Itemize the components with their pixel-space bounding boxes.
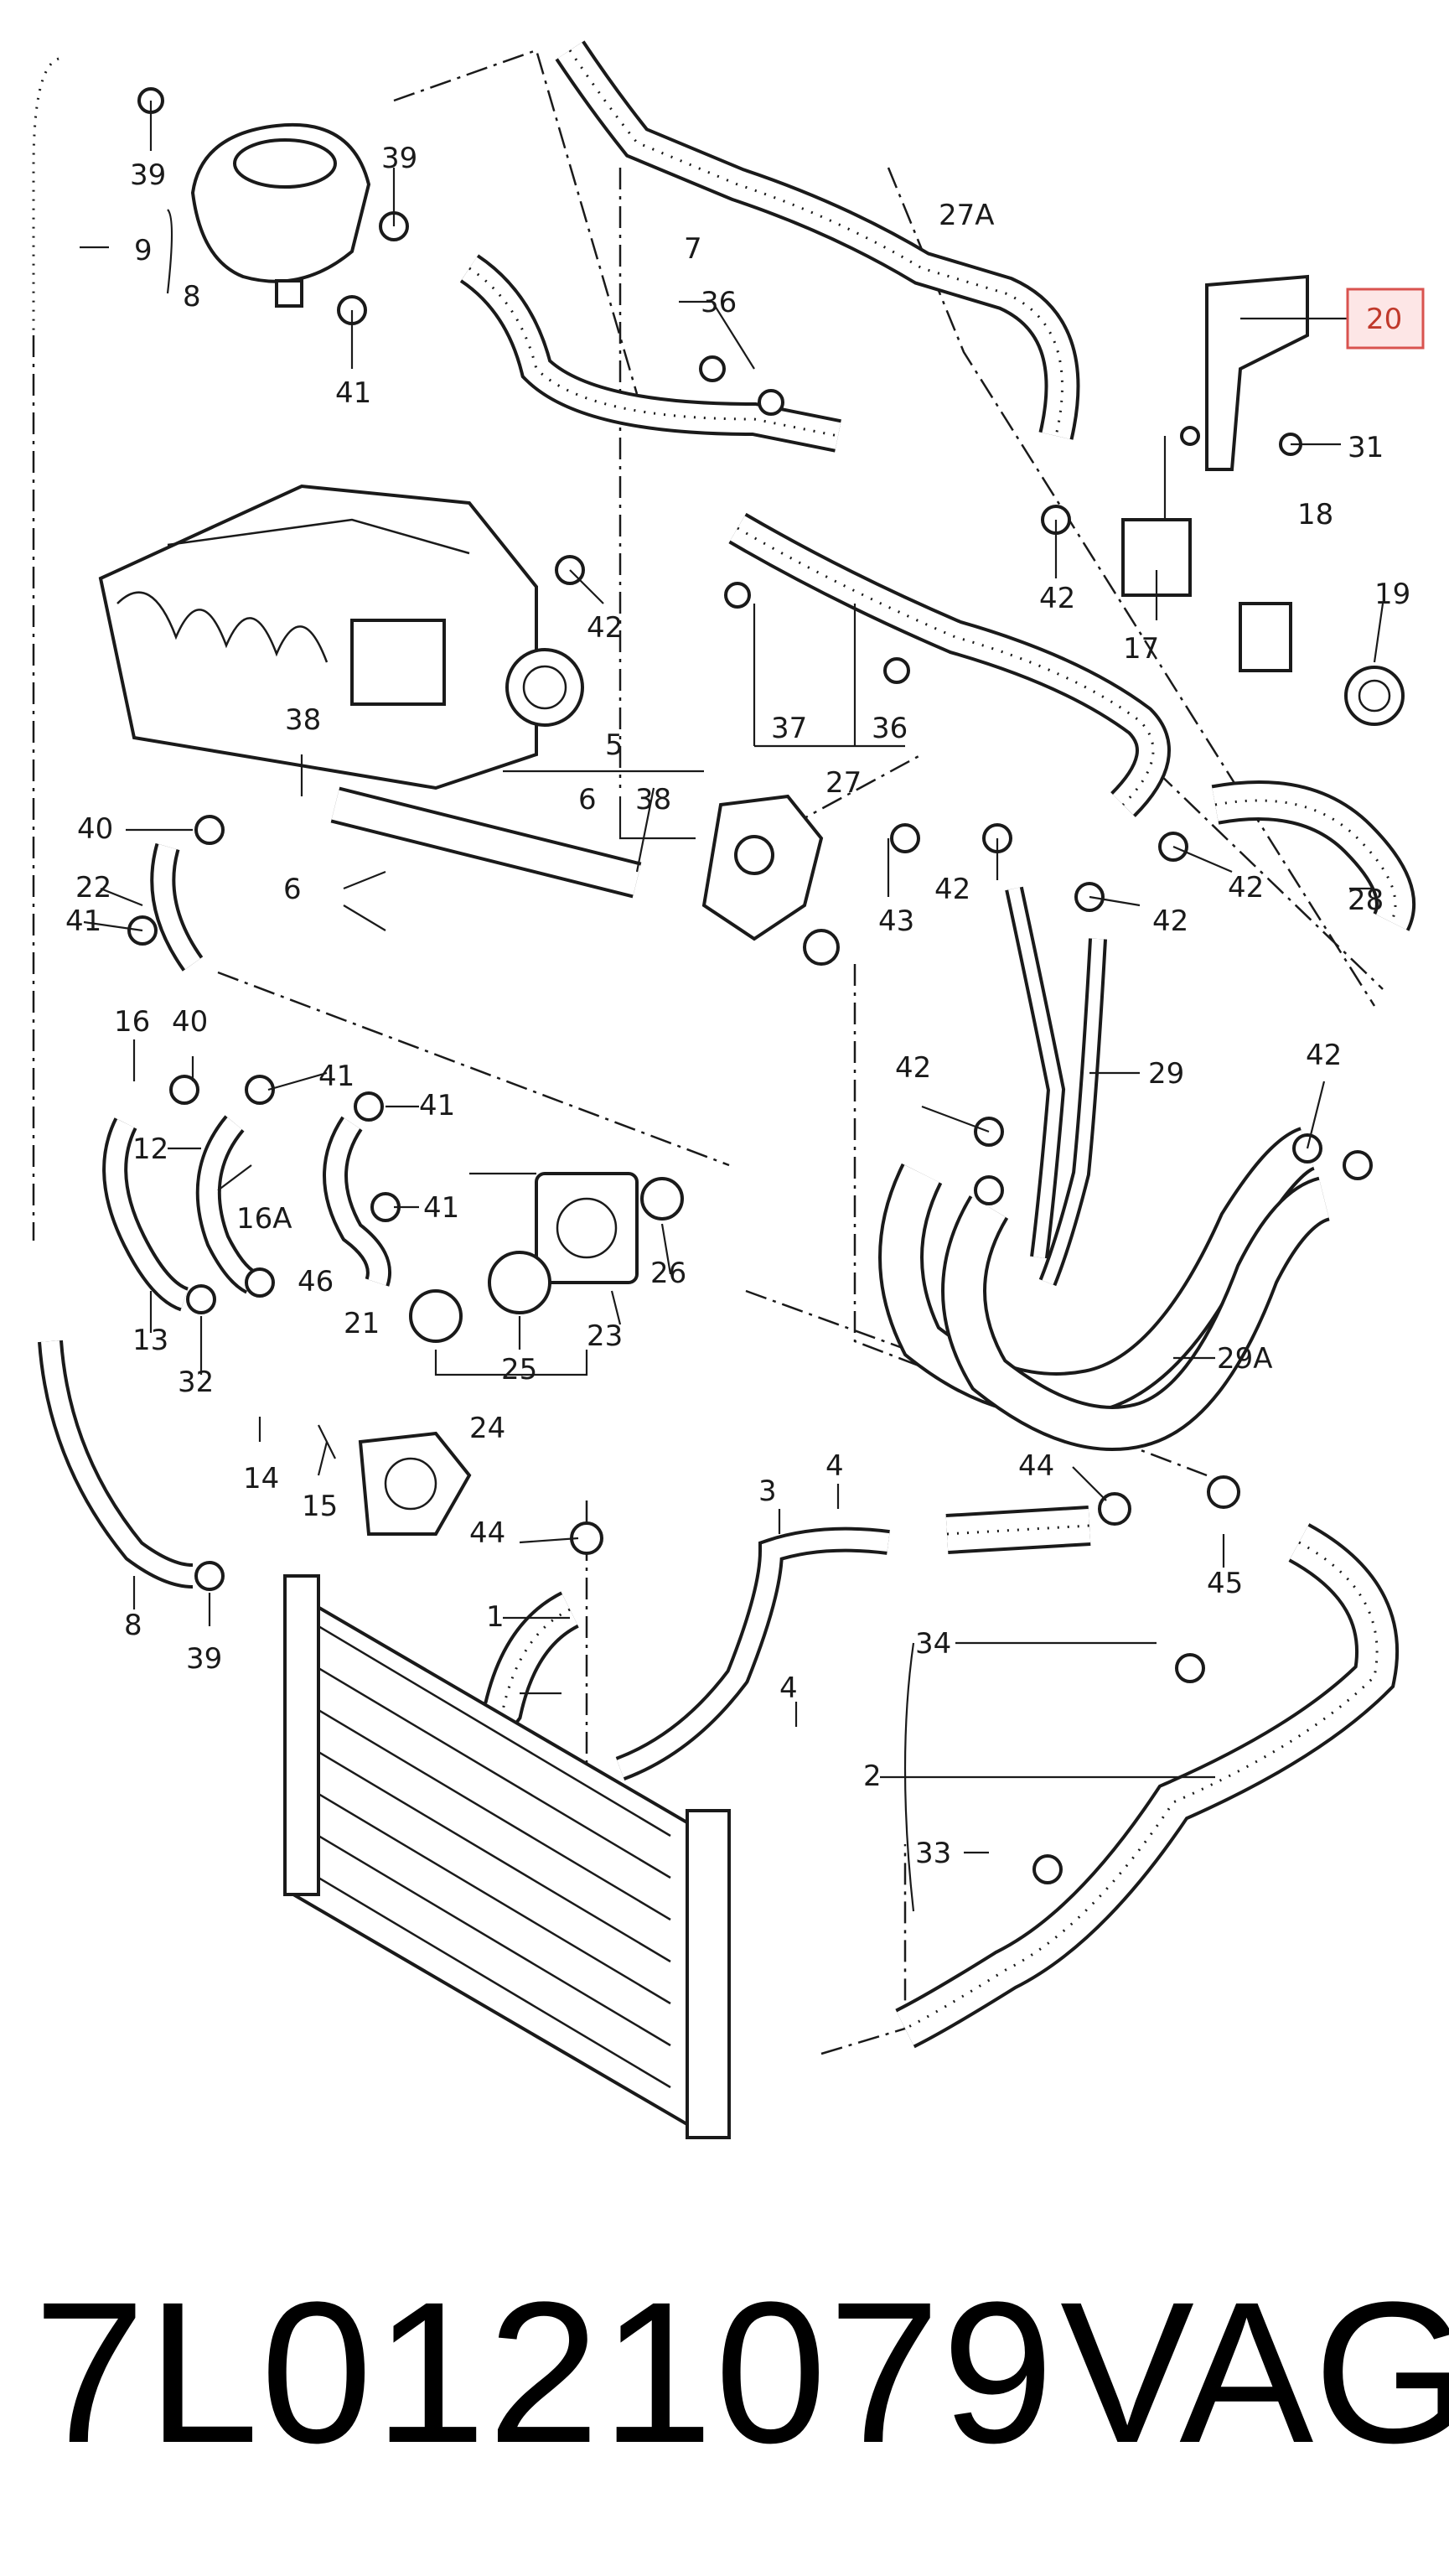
label-38: 38 <box>635 783 671 816</box>
label-42: 42 <box>587 611 623 645</box>
label-45: 45 <box>1207 1567 1243 1600</box>
label-36: 36 <box>872 712 908 745</box>
label-17: 17 <box>1123 632 1159 666</box>
highlight-box-20 <box>1346 288 1425 350</box>
label-41: 41 <box>423 1191 459 1225</box>
label-1: 1 <box>486 1600 505 1634</box>
label-46: 46 <box>298 1265 334 1298</box>
label-26: 26 <box>650 1257 686 1290</box>
label-42: 42 <box>895 1051 931 1085</box>
label-42: 42 <box>1039 582 1075 615</box>
label-25: 25 <box>501 1353 537 1386</box>
label-29a: 29A <box>1217 1342 1273 1376</box>
label-31: 31 <box>1348 431 1384 464</box>
label-13: 13 <box>132 1324 168 1357</box>
label-8: 8 <box>124 1609 142 1642</box>
label-32: 32 <box>178 1366 214 1399</box>
label-39: 39 <box>186 1642 222 1676</box>
label-16a: 16A <box>236 1202 292 1236</box>
label-41: 41 <box>318 1060 354 1093</box>
label-9: 9 <box>134 234 153 267</box>
label-5: 5 <box>605 728 624 762</box>
label-44: 44 <box>469 1516 505 1550</box>
label-27a: 27A <box>939 199 995 232</box>
label-19: 19 <box>1374 578 1410 611</box>
label-29: 29 <box>1148 1057 1184 1091</box>
label-27: 27 <box>825 766 862 800</box>
label-14: 14 <box>243 1462 279 1495</box>
label-42: 42 <box>1306 1039 1342 1072</box>
label-40: 40 <box>172 1005 208 1039</box>
label-7: 7 <box>684 232 702 266</box>
label-36: 36 <box>701 286 737 319</box>
guide-lines <box>32 49 1384 2055</box>
hose-clamps <box>127 87 1373 1884</box>
label-34: 34 <box>915 1627 951 1661</box>
coolant-flange <box>701 274 1405 966</box>
part-labels: 39 39 9 8 41 7 36 27A 20 31 18 19 17 42 … <box>65 142 1410 1870</box>
label-4: 4 <box>825 1449 844 1483</box>
label-41: 41 <box>335 376 371 410</box>
label-28: 28 <box>1348 884 1384 917</box>
label-20-highlighted: 20 <box>1366 303 1402 336</box>
part-number: 7L0121079 <box>34 2260 1056 2485</box>
label-8: 8 <box>183 280 201 314</box>
label-2: 2 <box>863 1760 882 1793</box>
label-39: 39 <box>381 142 417 175</box>
label-15: 15 <box>302 1490 338 1523</box>
label-39: 39 <box>130 158 166 192</box>
label-40: 40 <box>77 812 113 846</box>
pipes <box>330 786 1332 1781</box>
label-43: 43 <box>878 904 914 938</box>
expansion-tank <box>190 122 371 308</box>
label-18: 18 <box>1297 498 1333 531</box>
label-38: 38 <box>285 703 321 737</box>
label-3: 3 <box>758 1475 777 1508</box>
label-42: 42 <box>934 873 970 906</box>
radiator <box>283 1574 731 2139</box>
label-33: 33 <box>915 1837 951 1870</box>
label-12: 12 <box>132 1133 168 1166</box>
hoses <box>25 40 1415 2049</box>
engine-block <box>98 484 584 790</box>
label-37: 37 <box>771 712 807 745</box>
leader-lines <box>80 101 1384 1912</box>
label-42: 42 <box>1152 904 1188 938</box>
label-42: 42 <box>1228 871 1264 904</box>
label-23: 23 <box>587 1319 623 1353</box>
label-41: 41 <box>419 1089 455 1122</box>
exploded-parts-diagram: 39 39 9 8 41 7 36 27A 20 31 18 19 17 42 … <box>25 40 1425 2139</box>
oil-cooler-group <box>358 1172 684 1536</box>
label-6: 6 <box>283 873 302 906</box>
label-44: 44 <box>1018 1449 1054 1483</box>
brand-name: VAG <box>1060 2260 1449 2485</box>
footer: 7L0121079 VAG <box>0 2247 1449 2498</box>
label-24: 24 <box>469 1412 505 1445</box>
label-41: 41 <box>65 904 101 938</box>
label-4: 4 <box>779 1672 798 1705</box>
label-16: 16 <box>114 1005 150 1039</box>
label-21: 21 <box>344 1307 380 1340</box>
label-6: 6 <box>578 783 597 816</box>
label-22: 22 <box>75 871 111 904</box>
